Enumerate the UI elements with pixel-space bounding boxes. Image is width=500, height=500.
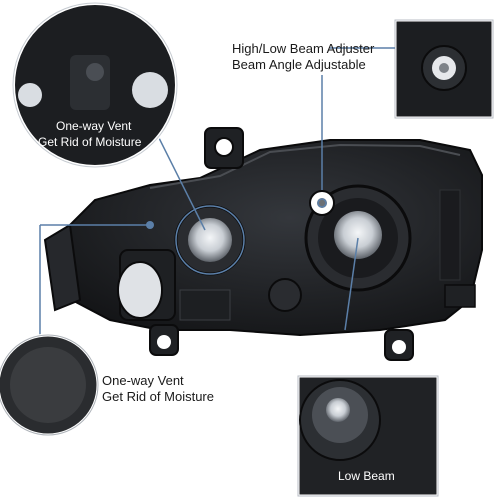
adjuster-label-1: High/Low Beam Adjuster [232,41,375,56]
low-beam-label: Low Beam [338,469,395,483]
inset-top-right [330,18,495,120]
inset-bottom-right [296,374,440,498]
inset-bottom-left [0,333,100,437]
inset-top-left [11,1,179,169]
vent-label-bottom-1: One-way Vent [102,373,184,388]
vent-label-bottom-2: Get Rid of Moisture [102,389,214,404]
adjuster-label-2: Beam Angle Adjustable [232,57,366,72]
vent-label-top-2: Get Rid of Moisture [38,135,142,149]
vent-label-top-1: One-way Vent [56,119,132,133]
